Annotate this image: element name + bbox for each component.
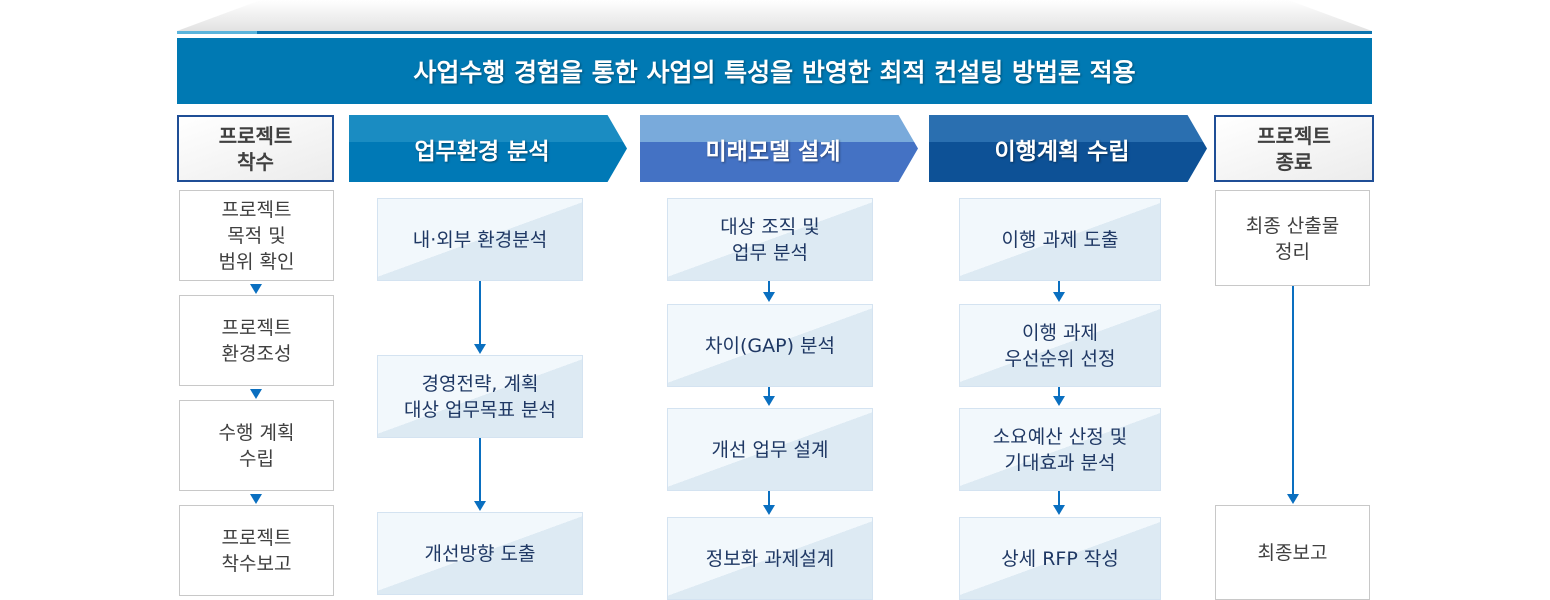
arrow-down-icon — [763, 396, 775, 406]
phase-header-start: 프로젝트 착수 — [177, 115, 334, 182]
connector-line — [1058, 387, 1060, 397]
step-box: 프로젝트 환경조성 — [179, 295, 334, 386]
step-box: 정보화 과제설계 — [667, 517, 873, 600]
connector-line — [768, 281, 770, 293]
step-box: 경영전략, 계획 대상 업무목표 분석 — [377, 355, 583, 438]
step-box: 수행 계획 수립 — [179, 400, 334, 491]
step-box: 개선방향 도출 — [377, 512, 583, 595]
phase-header-end: 프로젝트 종료 — [1214, 115, 1374, 182]
connector-line — [479, 438, 481, 502]
arrow-down-icon — [1053, 292, 1065, 302]
step-box: 최종보고 — [1215, 505, 1370, 600]
divider-line — [257, 31, 1372, 34]
arrow-down-icon — [1053, 396, 1065, 406]
connector-line — [1058, 281, 1060, 293]
arrow-down-icon — [474, 501, 486, 511]
step-box: 차이(GAP) 분석 — [667, 304, 873, 387]
top-shade — [177, 0, 1372, 31]
step-box: 프로젝트 목적 및 범위 확인 — [179, 190, 334, 281]
arrow-down-icon — [763, 505, 775, 515]
arrow-down-icon — [763, 292, 775, 302]
step-box: 대상 조직 및 업무 분석 — [667, 198, 873, 281]
phase-header-analysis: 업무환경 분석 — [349, 115, 627, 182]
step-box: 소요예산 산정 및 기대효과 분석 — [959, 408, 1161, 491]
arrow-down-icon — [1287, 494, 1299, 504]
phase-header-design: 미래모델 설계 — [640, 115, 918, 182]
connector-line — [1292, 286, 1294, 494]
arrow-down-icon — [250, 389, 262, 399]
connector-line — [768, 387, 770, 397]
step-box: 상세 RFP 작성 — [959, 517, 1161, 600]
step-box: 이행 과제 도출 — [959, 198, 1161, 281]
step-box: 프로젝트 착수보고 — [179, 505, 334, 596]
arrow-down-icon — [250, 284, 262, 294]
connector-line — [1058, 491, 1060, 506]
arrow-down-icon — [1053, 505, 1065, 515]
banner-title: 사업수행 경험을 통한 사업의 특성을 반영한 최적 컨설팅 방법론 적용 — [177, 38, 1372, 104]
phase-header-plan: 이행계획 수립 — [929, 115, 1207, 182]
arrow-down-icon — [250, 494, 262, 504]
step-box: 내·외부 환경분석 — [377, 198, 583, 281]
arrow-down-icon — [474, 344, 486, 354]
step-box: 개선 업무 설계 — [667, 408, 873, 491]
connector-line — [768, 491, 770, 506]
divider-accent — [177, 31, 257, 34]
step-box: 이행 과제 우선순위 선정 — [959, 304, 1161, 387]
step-box: 최종 산출물 정리 — [1215, 190, 1370, 286]
connector-line — [479, 281, 481, 345]
